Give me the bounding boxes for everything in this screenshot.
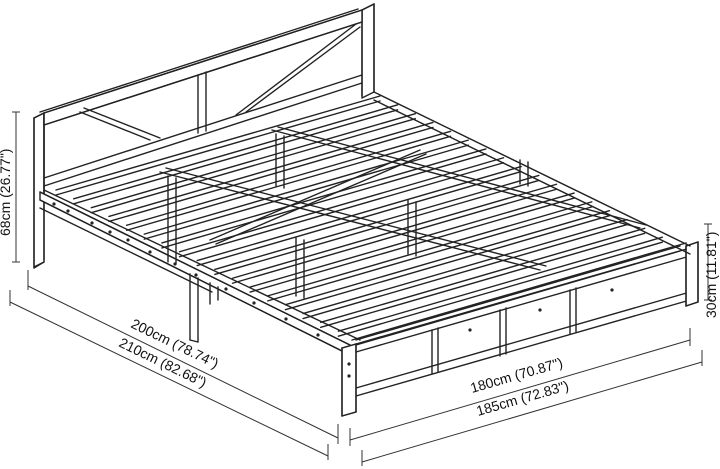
headboard-height-label: 68cm (26.77") xyxy=(0,149,13,236)
slat xyxy=(125,130,452,226)
slat xyxy=(302,223,628,320)
slat xyxy=(143,139,469,235)
slat xyxy=(214,179,540,276)
slat xyxy=(143,144,469,240)
slat xyxy=(90,112,416,209)
slat xyxy=(337,236,664,332)
slat xyxy=(161,153,487,249)
slat xyxy=(178,162,505,258)
headboard-middle-rail xyxy=(43,74,363,179)
headboard-diagonal-brace xyxy=(235,23,357,116)
slat xyxy=(125,135,452,231)
slat xyxy=(267,206,593,302)
foot-corner-post xyxy=(341,343,357,417)
outer-length-line xyxy=(9,301,329,457)
inner-length-line xyxy=(27,285,339,439)
slat xyxy=(267,201,593,297)
left-middle-leg xyxy=(189,273,219,343)
slat xyxy=(355,245,681,341)
slat xyxy=(196,165,522,262)
slat xyxy=(249,192,575,288)
slat xyxy=(55,95,381,191)
slat xyxy=(320,227,646,324)
slat xyxy=(72,104,399,200)
dimension-lines xyxy=(9,111,712,466)
slat xyxy=(284,210,611,306)
slat xyxy=(231,183,558,279)
left-side-rail xyxy=(39,189,361,356)
slat xyxy=(108,126,434,223)
inner-width-line xyxy=(349,339,691,441)
slat xyxy=(214,174,540,271)
slat xyxy=(108,121,434,218)
slat xyxy=(284,215,611,311)
headboard-left-post xyxy=(33,112,45,268)
slat xyxy=(231,188,558,284)
slat xyxy=(196,170,522,267)
slat xyxy=(161,148,487,244)
slat xyxy=(178,157,505,253)
bed-frame xyxy=(33,3,699,417)
frame-height-label: 30cm (11.81") xyxy=(703,232,719,318)
slat xyxy=(337,241,664,337)
slat xyxy=(302,218,628,315)
slat xyxy=(72,109,399,205)
slats xyxy=(55,95,681,346)
slat xyxy=(249,197,575,293)
headboard xyxy=(33,3,375,269)
headboard-top-rail xyxy=(43,9,363,126)
outer-width-line xyxy=(361,361,703,463)
slat xyxy=(55,100,381,196)
foot-right-post xyxy=(685,241,699,307)
slat xyxy=(320,232,646,329)
slat xyxy=(90,117,416,214)
slat xyxy=(355,250,681,346)
headboard-right-post xyxy=(361,3,375,99)
